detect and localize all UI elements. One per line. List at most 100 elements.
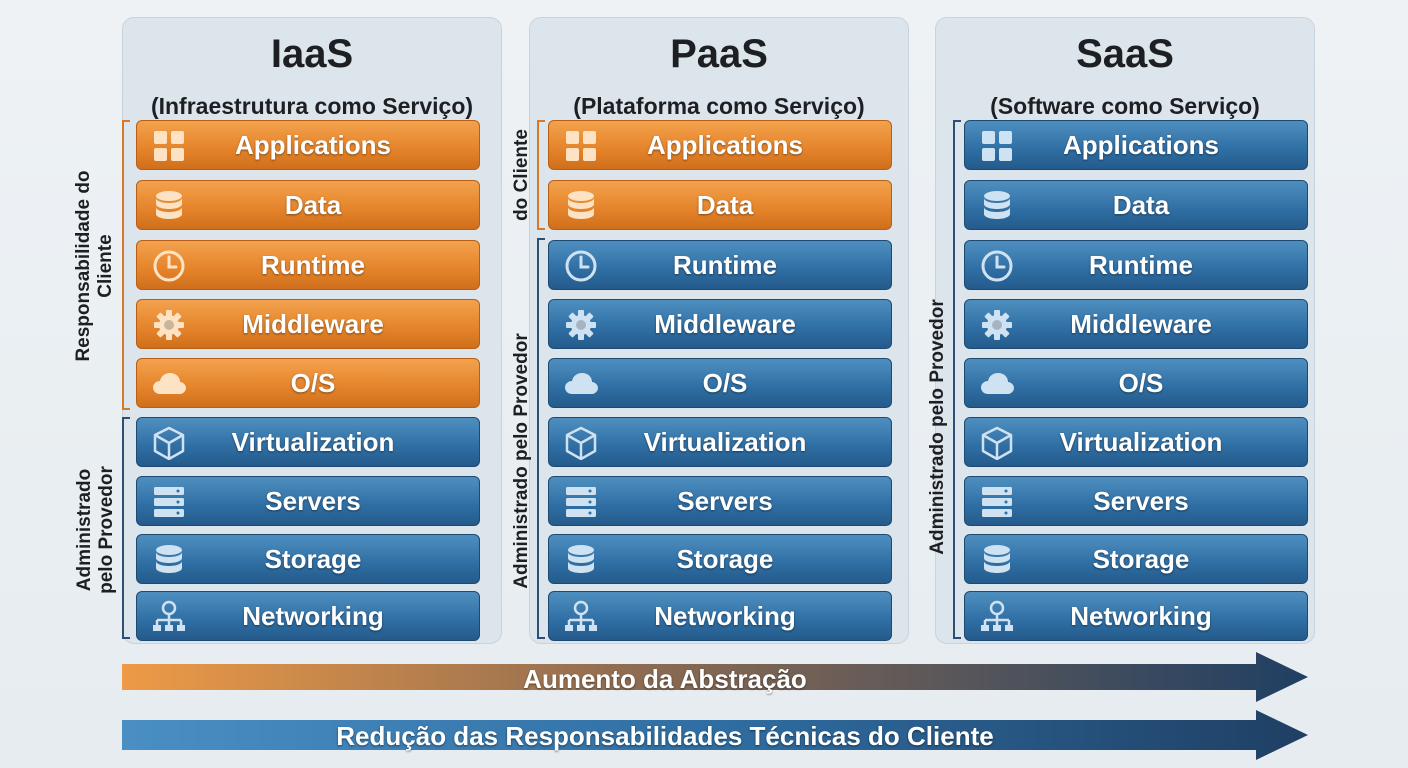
provider-bracket <box>122 417 130 639</box>
layer-runtime: Runtime <box>964 240 1308 290</box>
layer-label: Storage <box>1092 543 1190 574</box>
layer-label: Applications <box>646 129 803 160</box>
provider-managed-label: Administrado pelo Provedor <box>74 460 118 600</box>
layer-label: Virtualization <box>643 426 807 457</box>
column-subtitle: (Infraestrutura como Serviço) <box>150 93 474 119</box>
layer-label: Storage <box>264 543 362 574</box>
network-icon <box>563 600 599 634</box>
customer-bracket <box>122 120 130 410</box>
cube-icon <box>979 426 1015 461</box>
layer-label: Applications <box>234 129 391 160</box>
layer-middleware: Middleware <box>964 299 1308 349</box>
layer-data: Data <box>964 180 1308 230</box>
label-line: Responsabilidade do <box>73 170 94 362</box>
database-icon <box>563 189 599 223</box>
layer-label: Networking <box>1070 600 1212 631</box>
cube-icon <box>563 426 599 461</box>
applications-icon <box>979 129 1015 163</box>
column-subtitle: (Software como Serviço) <box>990 93 1260 119</box>
layer-data: Data <box>136 180 480 230</box>
layer-applications: Applications <box>548 120 892 170</box>
cube-icon <box>151 426 187 461</box>
layer-label: Middleware <box>242 308 384 339</box>
provider-managed-label: Administrado pelo Provedor <box>927 299 948 555</box>
layer-label: Servers <box>677 485 773 516</box>
database-icon <box>979 189 1015 223</box>
layer-label: Virtualization <box>231 426 395 457</box>
clock-icon <box>563 249 599 283</box>
column-subtitle: (Plataforma como Serviço) <box>573 93 865 119</box>
customer-bracket <box>537 120 545 230</box>
applications-icon <box>151 129 187 163</box>
layer-label: Servers <box>265 485 361 516</box>
layer-label: O/S <box>290 367 336 398</box>
layer-label: Servers <box>1093 485 1189 516</box>
layer-label: Runtime <box>261 249 365 280</box>
network-icon <box>979 600 1015 634</box>
layer-label: Data <box>696 189 754 220</box>
layer-storage: Storage <box>964 534 1308 584</box>
layer-networking: Networking <box>964 591 1308 641</box>
layer-label: Middleware <box>1070 308 1212 339</box>
layer-data: Data <box>548 180 892 230</box>
layer-o-s: O/S <box>964 358 1308 408</box>
network-icon <box>151 600 187 634</box>
layer-servers: Servers <box>964 476 1308 526</box>
label-line: pelo Provedor <box>96 466 117 594</box>
cloud-icon <box>979 367 1015 401</box>
layer-servers: Servers <box>548 476 892 526</box>
layer-virtualization: Virtualization <box>136 417 480 467</box>
layer-middleware: Middleware <box>548 299 892 349</box>
layer-networking: Networking <box>136 591 480 641</box>
cloud-icon <box>563 367 599 401</box>
layer-o-s: O/S <box>548 358 892 408</box>
abstraction-arrow <box>122 652 1308 702</box>
applications-icon <box>563 129 599 163</box>
database-icon <box>151 189 187 223</box>
layer-applications: Applications <box>136 120 480 170</box>
layer-middleware: Middleware <box>136 299 480 349</box>
layer-label: Applications <box>1062 129 1219 160</box>
customer-responsibility-label: do Cliente <box>511 129 532 221</box>
gear-icon <box>979 308 1015 342</box>
label-line: Cliente <box>95 234 116 298</box>
storage-icon <box>151 543 187 577</box>
server-icon <box>151 485 187 519</box>
layer-label: Data <box>284 189 342 220</box>
responsibility-arrow <box>122 710 1308 760</box>
layer-label: O/S <box>1118 367 1164 398</box>
layer-label: O/S <box>702 367 748 398</box>
provider-bracket <box>953 120 961 639</box>
layer-applications: Applications <box>964 120 1308 170</box>
layer-o-s: O/S <box>136 358 480 408</box>
layer-virtualization: Virtualization <box>964 417 1308 467</box>
layer-networking: Networking <box>548 591 892 641</box>
layer-label: Storage <box>676 543 774 574</box>
clock-icon <box>151 249 187 283</box>
abstraction-arrow-label: Aumento da Abstração <box>523 664 807 694</box>
storage-icon <box>979 543 1015 577</box>
layer-label: Runtime <box>1089 249 1193 280</box>
gear-icon <box>563 308 599 342</box>
layer-storage: Storage <box>548 534 892 584</box>
server-icon <box>563 485 599 519</box>
layer-label: Runtime <box>673 249 777 280</box>
clock-icon <box>979 249 1015 283</box>
layer-label: Networking <box>654 600 796 631</box>
column-title: IaaS <box>270 32 354 76</box>
customer-responsibility-label: Responsabilidade do Cliente <box>73 166 117 366</box>
layer-runtime: Runtime <box>136 240 480 290</box>
column-title: PaaS <box>670 32 768 76</box>
provider-bracket <box>537 238 545 639</box>
layer-virtualization: Virtualization <box>548 417 892 467</box>
gear-icon <box>151 308 187 342</box>
layer-storage: Storage <box>136 534 480 584</box>
layer-runtime: Runtime <box>548 240 892 290</box>
storage-icon <box>563 543 599 577</box>
provider-managed-label: Administrado pelo Provedor <box>511 333 532 589</box>
layer-label: Middleware <box>654 308 796 339</box>
layer-label: Networking <box>242 600 384 631</box>
layer-label: Virtualization <box>1059 426 1223 457</box>
label-line: Administrado <box>74 468 95 592</box>
responsibility-arrow-label: Redução das Responsabilidades Técnicas d… <box>336 721 994 751</box>
